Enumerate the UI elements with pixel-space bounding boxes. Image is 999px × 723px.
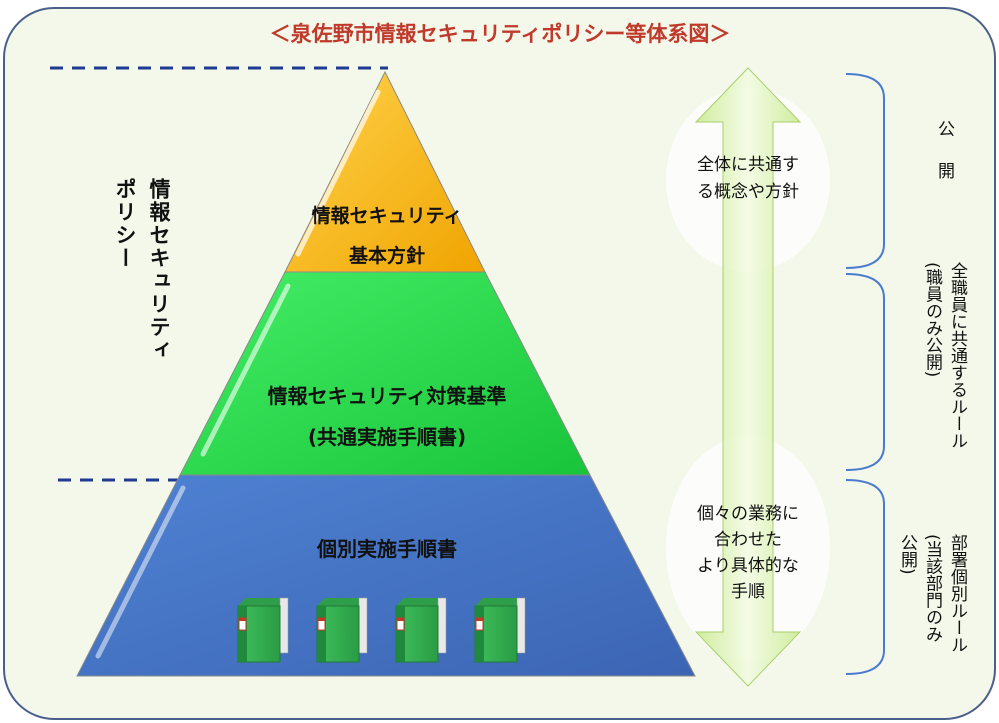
lower-note-line4: 手順: [731, 582, 765, 602]
bracket-department: [845, 479, 885, 675]
book-icon: [395, 597, 447, 663]
highlight-top: [295, 89, 381, 257]
policy-label-col2: 情報セキュリティ: [147, 178, 171, 362]
bracket-public: [845, 73, 885, 269]
upper-note-line1: 全体に共通す: [697, 155, 799, 175]
upper-note-line2: る概念や方針: [697, 181, 799, 202]
lower-note-line3: より具体的な: [697, 556, 799, 576]
highlight-middle: [200, 283, 291, 457]
tier-bottom-line1: 個別実施手順書: [316, 537, 457, 561]
bracket-all-staff: [845, 273, 885, 471]
book-icon: [316, 597, 368, 663]
book-icon: [237, 597, 289, 663]
double-arrow: [694, 67, 802, 687]
diagram-title: ＜泉佐野市情報セキュリティポリシー等体系図＞: [270, 22, 731, 46]
disclosure-public: 公 開: [934, 120, 954, 183]
tier-top-line2: 基本方針: [348, 244, 425, 267]
disclosure-dept-sub: (当該部門のみ: [922, 534, 942, 643]
tier-individual-procedures: [76, 474, 696, 677]
book-icons: [237, 597, 526, 663]
highlight-bottom: [95, 485, 186, 659]
tier-top-line1: 情報セキュリティ: [312, 204, 463, 227]
disclosure-all-staff-main: 全職員に共通するルール: [947, 262, 967, 449]
disclosure-all-staff-sub: (職員のみ公開): [922, 262, 942, 378]
disclosure-dept-main: 部署個別ルール: [947, 534, 967, 653]
lower-note-line2: 合わせた: [714, 530, 782, 550]
tier-middle-line1: 情報セキュリティ対策基準: [268, 384, 507, 408]
policy-label-col1: ポリシー: [113, 178, 137, 270]
lower-note-line1: 個々の業務に: [697, 504, 799, 524]
disclosure-dept-sub2: 公開): [897, 534, 917, 575]
tier-middle-line2: (共通実施手順書): [308, 425, 466, 449]
book-icon: [474, 597, 526, 663]
